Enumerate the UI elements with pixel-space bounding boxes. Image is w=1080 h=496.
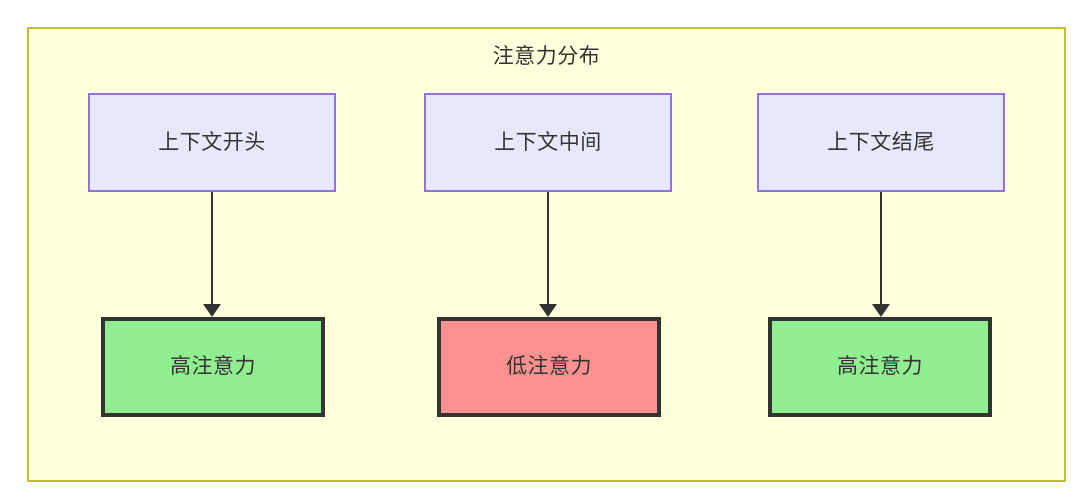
edge-context-start-to-high-attention: [211, 192, 213, 305]
node-context-middle-label: 上下文中间: [494, 130, 602, 154]
node-high-attention-end[interactable]: 高注意力: [768, 317, 992, 417]
attention-distribution-container: 注意力分布 上下文开头 上下文中间 上下文结尾 高注意力 低注意力 高注意力: [27, 27, 1066, 482]
node-context-end[interactable]: 上下文结尾: [757, 93, 1005, 192]
edge-context-end-to-high-attention: [880, 192, 882, 305]
node-high-attention-start-label: 高注意力: [170, 355, 256, 379]
node-high-attention-start[interactable]: 高注意力: [101, 317, 325, 417]
node-high-attention-end-label: 高注意力: [837, 355, 923, 379]
node-context-start[interactable]: 上下文开头: [88, 93, 336, 192]
arrowhead-icon-start: [203, 304, 221, 317]
node-low-attention-middle-label: 低注意力: [506, 355, 592, 379]
arrowhead-icon-middle: [539, 304, 557, 317]
node-context-start-label: 上下文开头: [158, 130, 266, 154]
edge-context-middle-to-low-attention: [547, 192, 549, 305]
arrowhead-icon-end: [872, 304, 890, 317]
container-title: 注意力分布: [492, 45, 601, 68]
node-context-middle[interactable]: 上下文中间: [424, 93, 672, 192]
node-context-end-label: 上下文结尾: [827, 130, 935, 154]
node-low-attention-middle[interactable]: 低注意力: [437, 317, 661, 417]
